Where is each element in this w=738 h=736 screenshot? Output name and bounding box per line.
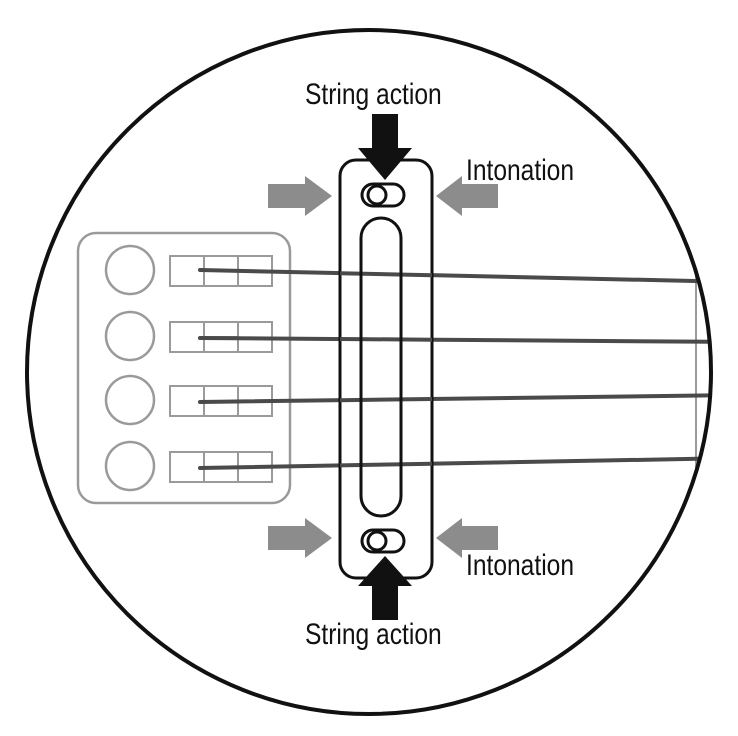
arrow-right-icon <box>268 176 332 216</box>
string-1 <box>198 268 711 284</box>
arrow-up-icon <box>358 556 412 620</box>
tuner-knob-3 <box>104 374 156 426</box>
string-3 <box>198 393 711 404</box>
arrow-left-icon <box>436 518 498 558</box>
label-intonation-top: Intonation <box>466 153 574 187</box>
tuner-knob-1 <box>104 244 156 296</box>
detail-circle <box>25 28 713 716</box>
tuner-knob-4 <box>104 440 156 492</box>
arrow-down-icon <box>358 114 412 180</box>
string-2 <box>198 336 711 344</box>
intonation-arrows <box>268 176 498 558</box>
adjustment-screw-bottom[interactable] <box>360 528 406 554</box>
arrow-left-icon <box>436 176 498 216</box>
string-action-arrows <box>358 114 412 620</box>
tuner-knob-2 <box>104 310 156 362</box>
strings <box>198 268 711 470</box>
label-intonation-bottom: Intonation <box>466 548 574 582</box>
tailpiece-plate <box>76 231 292 505</box>
arrow-right-icon <box>268 518 332 558</box>
bridge-saddle <box>338 158 434 580</box>
bridge-slot <box>359 216 403 518</box>
label-string-action-bottom: String action <box>305 617 442 651</box>
label-string-action-top: String action <box>305 77 442 111</box>
adjustment-screw-top[interactable] <box>360 182 406 208</box>
string-4 <box>198 456 711 470</box>
